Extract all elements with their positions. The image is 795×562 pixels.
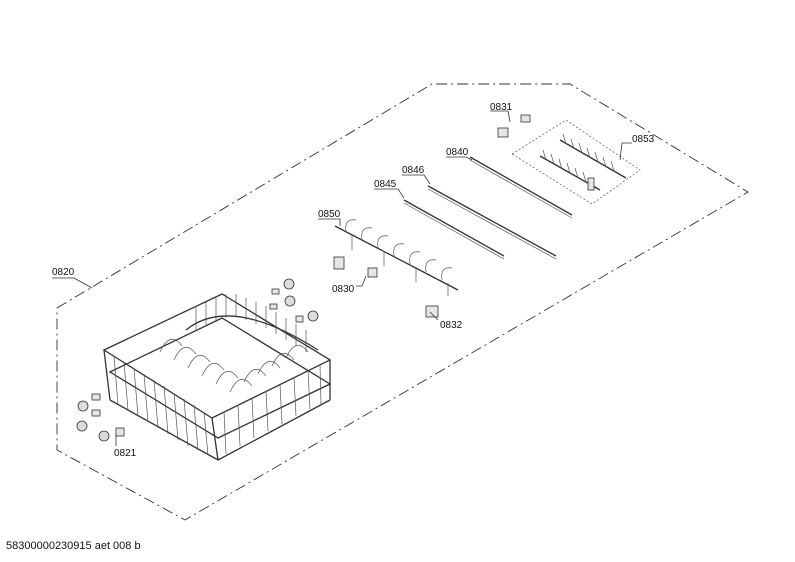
basket-wheels [76, 278, 319, 442]
wheel-axle [115, 427, 125, 437]
wheel-axle [295, 315, 304, 323]
wheel [76, 420, 88, 432]
wheel-axle [91, 409, 101, 417]
callout-0850: 0850 [318, 209, 341, 220]
callout-0832: 0832 [440, 320, 463, 331]
rail-0846 [427, 185, 557, 260]
insert-subassembly-box [511, 119, 641, 205]
clip-0830 [333, 256, 378, 278]
callout-0846: 0846 [402, 165, 425, 176]
tine-insert-0853 [539, 133, 627, 191]
callout-0821: 0821 [114, 448, 137, 459]
callout-0853: 0853 [632, 134, 655, 145]
callout-0820: 0820 [52, 267, 75, 278]
callout-0845: 0845 [374, 179, 397, 190]
wheel [283, 278, 295, 290]
basket-bottom-frame [108, 317, 332, 439]
document-reference: 58300000230915 aet 008 b [6, 540, 141, 552]
wheel [98, 430, 110, 442]
wheel [307, 310, 319, 322]
callout-0830: 0830 [332, 284, 355, 295]
basket-front-wires [113, 355, 322, 456]
wheel [77, 400, 89, 412]
clip-0832 [425, 305, 439, 318]
wheel-axle [91, 393, 101, 401]
cup-rack [334, 219, 459, 296]
rail-0840 [469, 156, 573, 219]
clip-0831 [497, 114, 531, 138]
basket-tines [159, 294, 319, 393]
callout-0831: 0831 [490, 102, 513, 113]
callout-0840: 0840 [446, 147, 469, 158]
leader-lines [52, 110, 632, 446]
rail-0845 [403, 199, 505, 260]
wheel-axle [271, 288, 280, 295]
basket-top-frame [102, 293, 332, 419]
assembly-boundary [56, 83, 749, 521]
basket-corner-posts [103, 349, 331, 461]
wheel-axle [269, 303, 278, 310]
dish-basket [102, 293, 332, 461]
wheel [284, 295, 296, 307]
